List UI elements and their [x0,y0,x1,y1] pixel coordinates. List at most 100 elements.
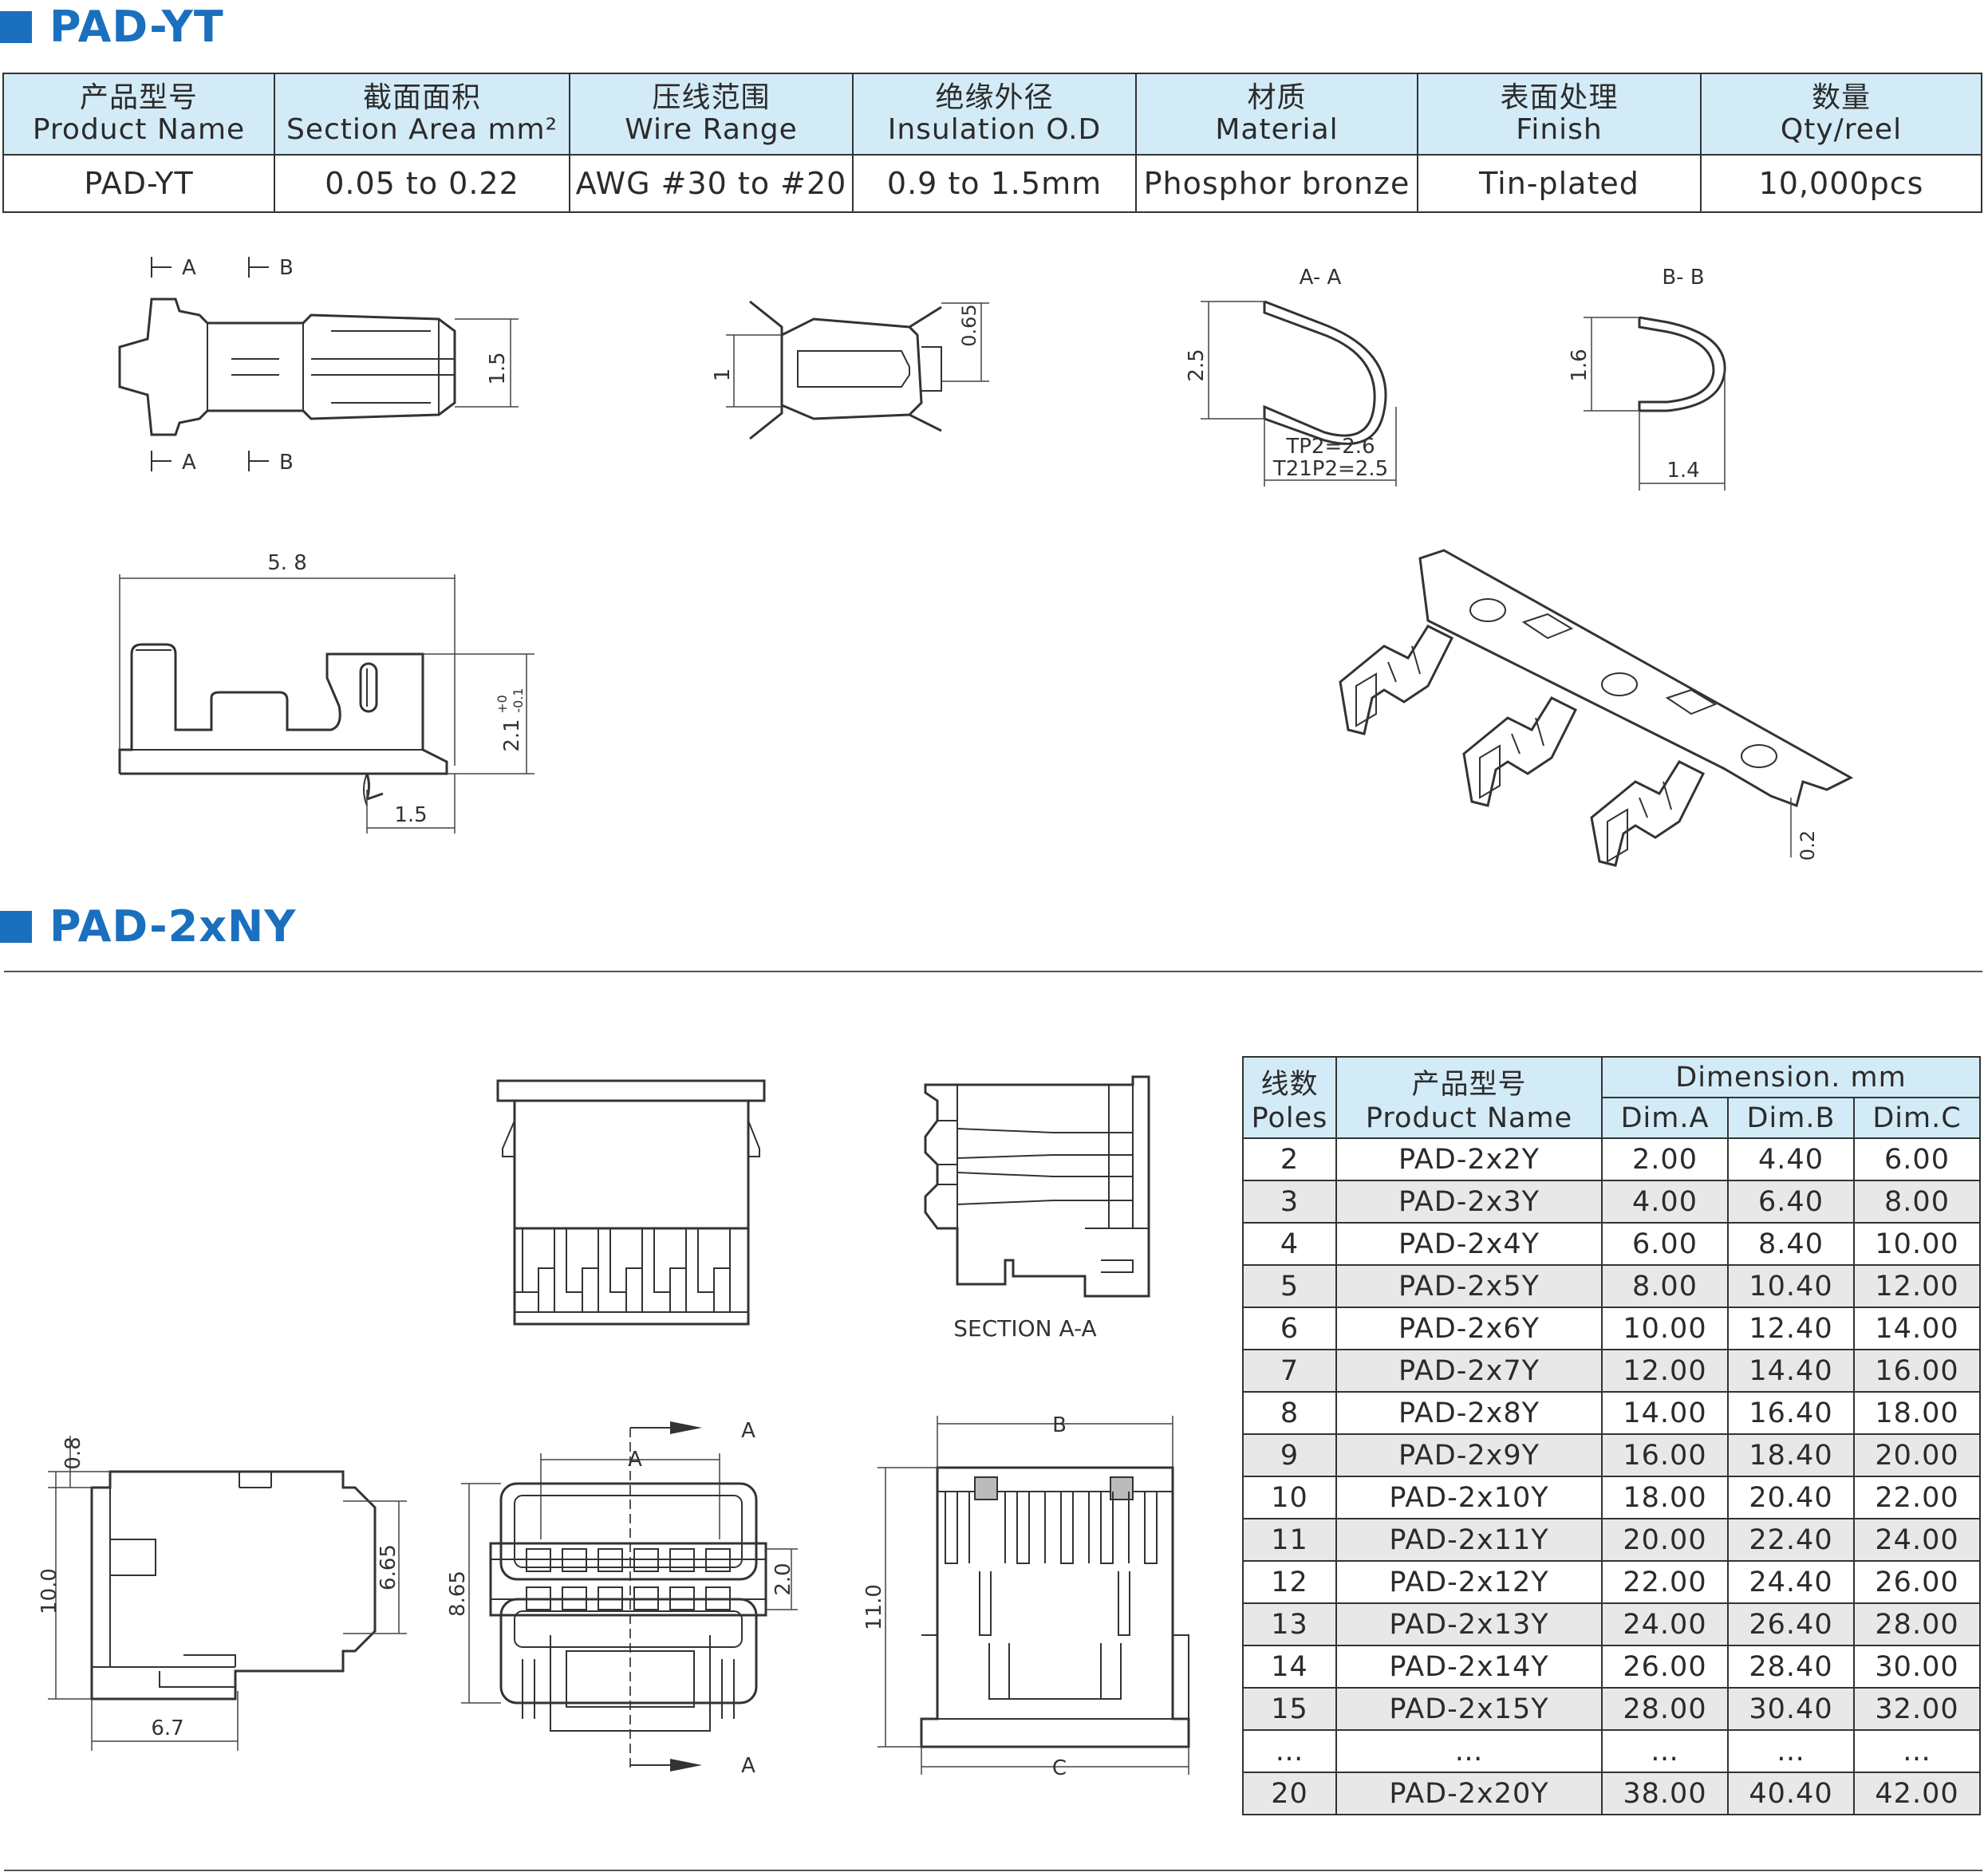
table-cell: 26.00 [1601,1645,1729,1689]
spec-cell: Phosphor bronze [1135,154,1418,213]
table-cell: 7 [1242,1349,1337,1393]
section-marker-b: B [279,451,294,475]
table-cell: 14.00 [1852,1306,1982,1350]
table-cell: 10.00 [1601,1306,1729,1350]
dim-label: 2.1 [500,719,524,751]
table-cell: 10 [1242,1476,1337,1519]
section-title-pad-2xny: PAD-2xNY [0,901,296,952]
dim-label: 1.5 [486,352,510,384]
table-cell: 12 [1242,1560,1337,1604]
dim-label: C [1052,1756,1067,1780]
dim-note: TP2=2.6 [1285,435,1375,459]
table-cell: 28.00 [1852,1602,1982,1646]
dim-label: 5. 8 [267,551,307,575]
table-cell: PAD-2x2Y [1335,1137,1603,1181]
table-cell: 32.00 [1852,1687,1982,1731]
table-cell: 10.00 [1852,1222,1982,1266]
table-cell: PAD-2x10Y [1335,1476,1603,1519]
housing-rear-view: B 11.0 C [862,1413,1190,1780]
table-cell: 18.40 [1727,1433,1855,1477]
table-row: …………… [1242,1729,1982,1773]
table-cell: 26.40 [1727,1602,1855,1646]
table-cell: 14.40 [1727,1349,1855,1393]
table-cell: 4.40 [1727,1137,1855,1181]
spec-cell: Tin-plated [1417,154,1702,213]
terminal-piece [1462,696,1578,807]
table-cell: 9 [1242,1433,1337,1477]
table-cell: 14 [1242,1645,1337,1689]
table-cell: 4 [1242,1222,1337,1266]
dim-label: 6.7 [151,1716,183,1740]
dims-header-c: Dim.C [1852,1097,1982,1139]
table-cell: 30.00 [1852,1645,1982,1689]
dim-label: 11.0 [862,1584,886,1630]
dim-label: 10.0 [37,1568,61,1614]
table-cell: 6 [1242,1306,1337,1350]
table-cell: 13 [1242,1602,1337,1646]
housing-side-view: 0.8 10.0 6.65 6.7 [37,1436,407,1751]
table-cell: 6.40 [1727,1180,1855,1224]
table-cell: 40.40 [1727,1772,1855,1815]
spec-cell: 10,000pcs [1700,154,1982,213]
table-cell: 8.00 [1852,1180,1982,1224]
table-cell: 20.00 [1601,1518,1729,1562]
spec-data-row: PAD-YT 0.05 to 0.22 AWG #30 to #20 0.9 t… [2,154,1982,213]
table-cell: 16.40 [1727,1391,1855,1435]
terminal-piece [1339,625,1454,735]
section-bb-view: B- B 1.6 1.4 [1568,266,1726,491]
table-cell: PAD-2x11Y [1335,1518,1603,1562]
section-marker-a: A [182,451,196,475]
spec-cell: AWG #30 to #20 [569,154,854,213]
dim-label: 1.6 [1568,349,1592,381]
table-cell: PAD-2x8Y [1335,1391,1603,1435]
section-label: SECTION A-A [953,1315,1096,1342]
table-cell: 2 [1242,1137,1337,1181]
table-cell: 5 [1242,1264,1337,1308]
section-title-text: PAD-2xNY [49,901,297,952]
section-title-text: PAD-YT [49,2,224,52]
terminal-reel-view: 0.2 [1339,549,1854,867]
table-cell: 24.40 [1727,1560,1855,1604]
table-cell: 11 [1242,1518,1337,1562]
table-cell: 8.40 [1727,1222,1855,1266]
section-marker-b: B [279,256,294,280]
spec-cell: PAD-YT [2,154,275,213]
table-cell: 28.40 [1727,1645,1855,1689]
section-aa-title: A- A [1300,266,1342,290]
terminal-top-view: 1.5 A B A B [118,256,519,475]
table-cell: 30.40 [1727,1687,1855,1731]
table-cell: PAD-2x4Y [1335,1222,1603,1266]
bottom-divider [4,1870,1982,1871]
table-cell: 14.00 [1601,1391,1729,1435]
table-cell: 24.00 [1601,1602,1729,1646]
dims-header-b: Dim.B [1727,1097,1855,1139]
table-cell: 20.00 [1852,1433,1982,1477]
table-cell: 20.40 [1727,1476,1855,1519]
dims-header-a: Dim.A [1601,1097,1729,1139]
table-cell: 22.00 [1601,1560,1729,1604]
dim-label: 0.8 [61,1437,85,1469]
section-marker-a: A [741,1419,755,1443]
dim-label: 2.0 [771,1563,795,1595]
table-cell: … [1601,1729,1729,1773]
table-cell: 20 [1242,1772,1337,1815]
dim-tolerance: -0.1 [511,688,526,712]
spec-cell: 0.05 to 0.22 [274,154,570,213]
dim-label: 8.65 [446,1571,470,1617]
